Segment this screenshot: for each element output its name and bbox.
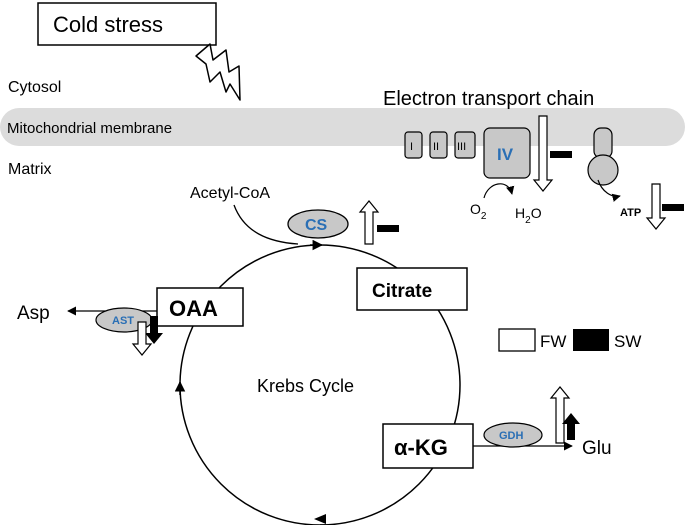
oaa-box: [156, 287, 244, 327]
etc-label: Electron transport chain: [383, 88, 594, 110]
complex-2: [429, 131, 448, 159]
asp-label: Asp: [17, 303, 50, 324]
matrix-label: Matrix: [8, 161, 52, 178]
atp-synthase-stalk: [593, 127, 613, 159]
cs-enzyme: [287, 209, 349, 239]
akg-label: α-KG: [394, 435, 448, 460]
complex-1: [404, 131, 423, 159]
legend-fw-label: FW: [540, 332, 566, 351]
krebs-cycle-label: Krebs Cycle: [257, 376, 354, 396]
complex-3-label: III: [457, 141, 466, 153]
acetyl-coa-label: Acetyl-CoA: [190, 185, 270, 202]
complex-4: [483, 127, 531, 179]
oaa-label: OAA: [169, 296, 218, 321]
o2-label: O2: [470, 201, 487, 222]
atp-label: ATP: [620, 207, 641, 219]
complex-1-label: I: [410, 141, 413, 153]
complex-2-label: II: [433, 141, 439, 153]
etc-fw-arrow: [532, 115, 554, 192]
membrane-label: Mitochondrial membrane: [7, 120, 172, 137]
lightning-icon: [195, 43, 241, 101]
ast-fw-arrow: [131, 321, 153, 356]
ast-sw-arrow: [145, 316, 163, 344]
cold-stress-label: Cold stress: [53, 12, 163, 37]
cs-fw-arrow: [358, 200, 380, 245]
cs-sw-bar: [377, 225, 399, 232]
gdh-sw-arrow: [562, 413, 580, 440]
legend-sw-swatch: [573, 329, 609, 351]
complex-4-label: IV: [497, 145, 514, 164]
glu-label: Glu: [582, 438, 612, 459]
cycle-arrowhead-bottom: [314, 514, 326, 524]
etc-sw-bar: [550, 151, 572, 158]
acetyl-coa-arrow: [233, 204, 299, 245]
gdh-label: GDH: [499, 430, 524, 442]
legend-sw-label: SW: [614, 332, 641, 351]
h2o-label: H2O: [515, 205, 542, 226]
atp-sw-bar: [662, 204, 684, 211]
gdh-enzyme: [483, 422, 543, 448]
atp-fw-arrow: [645, 183, 667, 230]
complex-3: [454, 131, 476, 159]
cytosol-label: Cytosol: [8, 79, 61, 96]
ast-label: AST: [112, 315, 134, 327]
gdh-fw-arrow: [549, 386, 571, 444]
atp-synthase-head: [587, 154, 619, 186]
citrate-box: [356, 267, 468, 311]
legend-fw-swatch: [498, 328, 536, 352]
citrate-label: Citrate: [372, 281, 432, 302]
o2-to-h2o-arrow: [483, 183, 515, 199]
atp-arrow: [597, 179, 621, 202]
cs-label: CS: [305, 217, 328, 234]
cold-stress-box: [37, 2, 217, 46]
